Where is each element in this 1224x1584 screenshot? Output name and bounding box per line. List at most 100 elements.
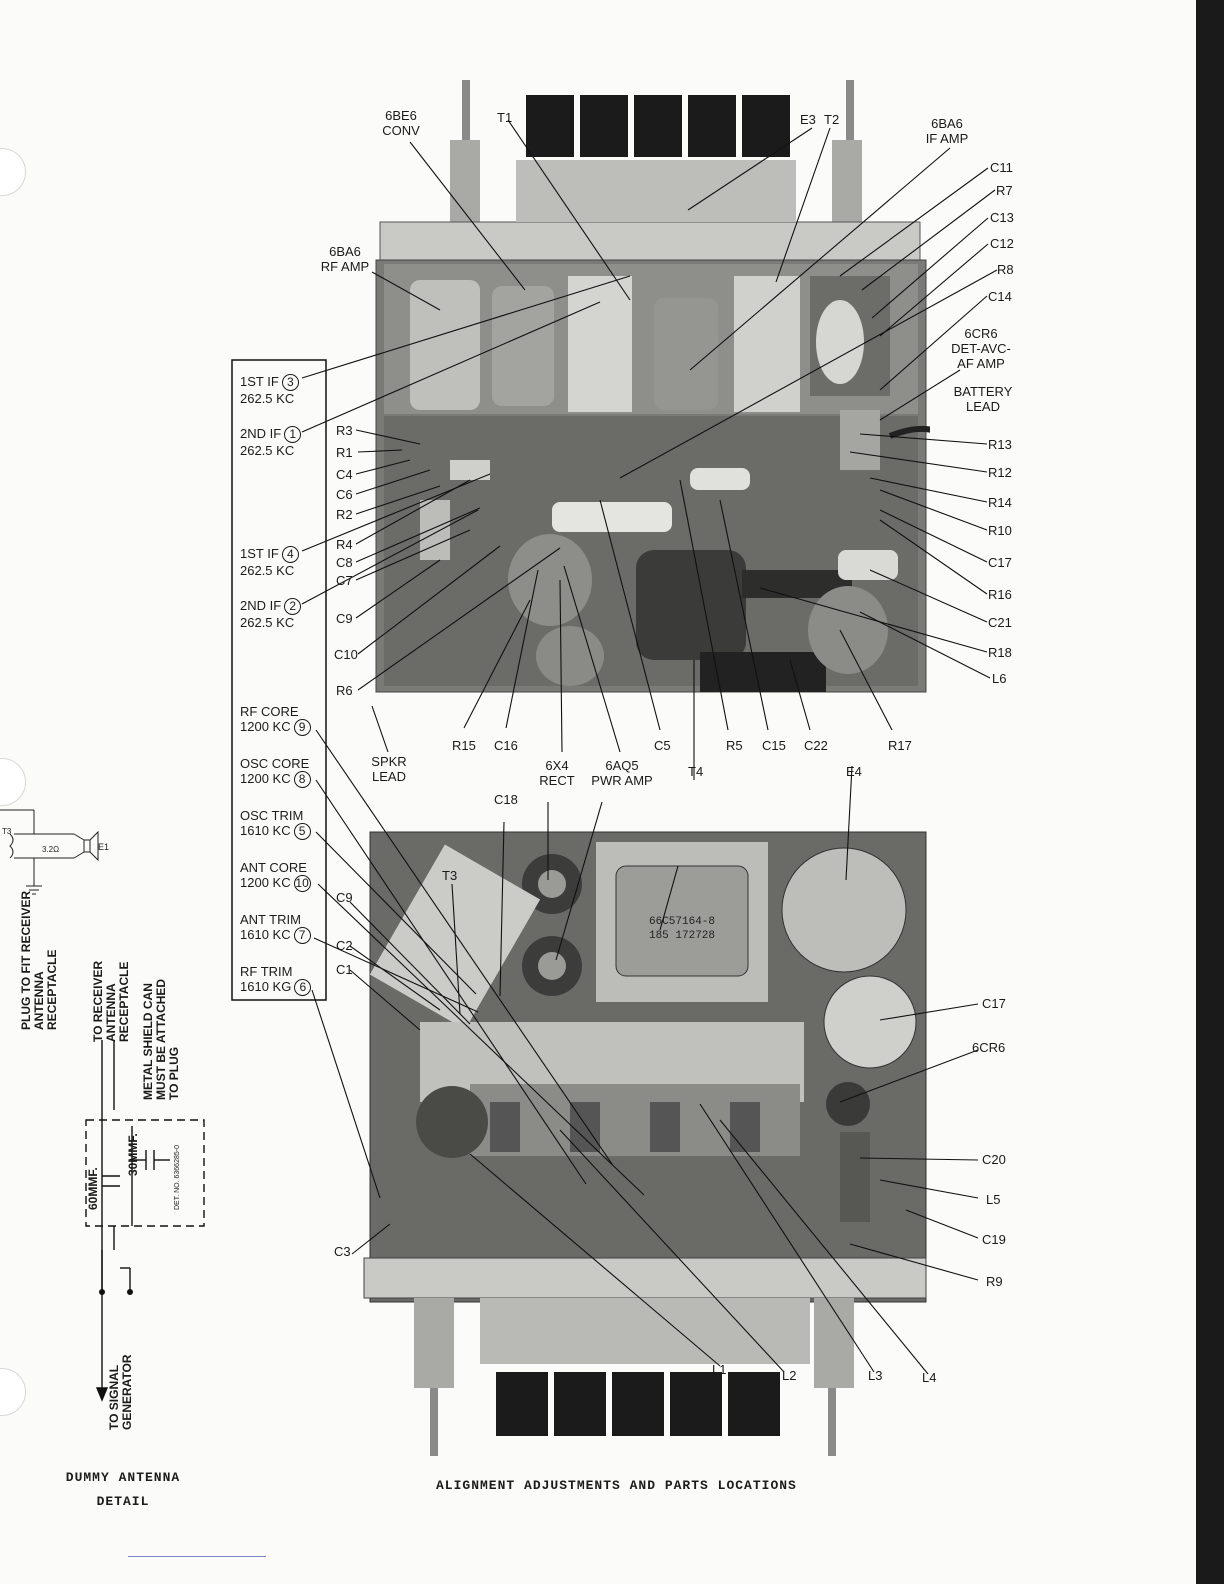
- label-c15: C15: [762, 738, 786, 753]
- label-r3: R3: [336, 423, 353, 438]
- dummy-antenna-diagram: [85, 1040, 205, 1402]
- transformer-marking-line-1: 66C57164-8: [649, 916, 715, 928]
- align-name: OSC CORE: [240, 756, 310, 771]
- align-name: ANT CORE: [240, 860, 307, 875]
- label-l5: L5: [986, 1192, 1001, 1207]
- label-c7: C7: [336, 573, 353, 588]
- page-caption: ALIGNMENT ADJUSTMENTS AND PARTS LOCATION…: [436, 1478, 797, 1493]
- capacitor-60mmf: 60MMF.: [86, 1167, 100, 1210]
- dummy-antenna-caption: DUMMY ANTENNA DETAIL: [65, 1470, 181, 1509]
- label-6aq5-pwr-amp: 6AQ5 PWR AMP: [591, 758, 653, 788]
- label-c17-bottom: C17: [982, 996, 1006, 1011]
- page-edge: [1196, 0, 1224, 1584]
- label-c22: C22: [804, 738, 828, 753]
- label-e3: E3: [800, 112, 816, 127]
- label-6ba6-rf-amp: 6BA6 RF AMP: [320, 244, 370, 274]
- partial-speaker-schematic: T3 3.2Ω E1: [0, 809, 109, 895]
- label-l6: L6: [992, 671, 1007, 686]
- label-l1: L1: [712, 1362, 727, 1377]
- label-r12: R12: [988, 465, 1012, 480]
- label-r15: R15: [452, 738, 476, 753]
- align-number: 10: [293, 875, 311, 893]
- align-number: 9: [293, 719, 311, 737]
- label-c5: C5: [654, 738, 671, 753]
- label-r6: R6: [336, 683, 353, 698]
- label-c20: C20: [982, 1152, 1006, 1167]
- label-r8: R8: [997, 262, 1014, 277]
- align-freq: 1200 KC: [240, 719, 291, 734]
- schematic-e1-label: E1: [98, 842, 109, 852]
- align-number: 5: [293, 823, 311, 841]
- align-freq: 262.5 KC: [240, 443, 295, 459]
- punch-hole-middle: [0, 758, 26, 806]
- label-c19: C19: [982, 1232, 1006, 1247]
- transformer-marking-line-2: 185 172728: [649, 930, 715, 942]
- align-number: 2: [284, 598, 302, 616]
- label-r14: R14: [988, 495, 1012, 510]
- align-number: 4: [281, 546, 299, 564]
- label-6cr6-det: 6CR6 DET-AVC- AF AMP: [951, 326, 1011, 371]
- label-t1: T1: [497, 110, 513, 125]
- punch-hole-top: [0, 148, 26, 196]
- label-r17: R17: [888, 738, 912, 753]
- align-name: 2ND IF: [240, 598, 282, 613]
- align-name: RF CORE: [240, 704, 299, 719]
- label-t3: T3: [442, 868, 458, 883]
- label-6be6-conv: 6BE6 CONV: [382, 108, 420, 138]
- det-number: DET. NO. 6366285-0: [174, 1145, 181, 1210]
- label-c6: C6: [336, 487, 353, 502]
- label-c17-top: C17: [988, 555, 1012, 570]
- label-r13: R13: [988, 437, 1012, 452]
- label-r1: R1: [336, 445, 353, 460]
- label-l4: L4: [922, 1370, 937, 1385]
- punch-hole-bottom: [0, 1368, 26, 1416]
- label-c11: C11: [990, 160, 1013, 175]
- align-number: 6: [294, 979, 312, 997]
- label-r7: R7: [996, 183, 1013, 198]
- chassis-top-view-drawing: [375, 80, 930, 693]
- label-t4: T4: [688, 764, 704, 779]
- label-c8: C8: [336, 555, 353, 570]
- schematic-t3-label: T3: [2, 827, 12, 836]
- label-e4: E4: [846, 764, 862, 779]
- label-l2: L2: [782, 1368, 797, 1383]
- label-c16: C16: [494, 738, 518, 753]
- label-spkr-lead: SPKR LEAD: [371, 754, 407, 784]
- label-c9-bottom: C9: [336, 890, 353, 905]
- label-c2: C2: [336, 938, 353, 953]
- label-r16: R16: [988, 587, 1012, 602]
- label-c18: C18: [494, 792, 518, 807]
- label-c21: C21: [988, 615, 1012, 630]
- label-c1: C1: [336, 962, 353, 977]
- label-c13: C13: [990, 210, 1014, 225]
- align-freq: 1200 KC: [240, 771, 291, 786]
- chassis-top-view-photo: [370, 80, 930, 720]
- label-r18: R18: [988, 645, 1012, 660]
- label-c12: C12: [990, 236, 1014, 251]
- chassis-bottom-view-photo: 66C57164-8 185 172728: [360, 822, 940, 1462]
- align-freq: 1610 KC: [240, 823, 291, 838]
- label-6ba6-if-amp: 6BA6 IF AMP: [925, 116, 969, 146]
- label-c9-top: C9: [336, 611, 353, 626]
- to-receiver-note: TO RECEIVER ANTENNA RECEPTACLE: [91, 960, 131, 1042]
- align-freq: 1610 KC: [240, 927, 291, 942]
- align-freq: 262.5 KC: [240, 563, 295, 579]
- align-freq: 262.5 KC: [240, 391, 295, 407]
- align-name: OSC TRIM: [240, 808, 304, 823]
- label-c4: C4: [336, 467, 353, 482]
- to-generator-note: TO SIGNAL GENERATOR: [107, 1354, 134, 1430]
- align-freq: 1200 KC: [240, 875, 291, 890]
- label-r10: R10: [988, 523, 1012, 538]
- align-number: 1: [284, 426, 302, 444]
- footer-rule: [128, 1556, 266, 1557]
